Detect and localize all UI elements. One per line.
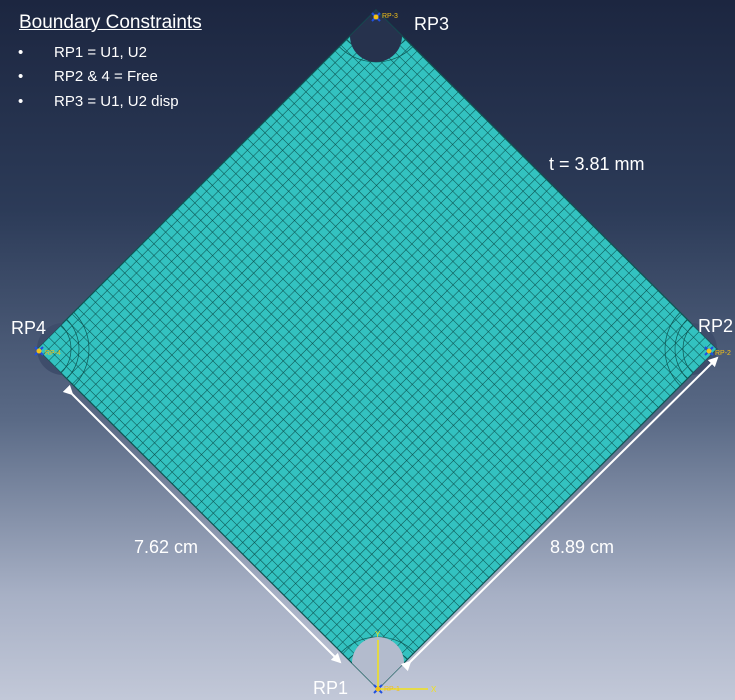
mesh-line [329, 56, 671, 397]
mesh-line [323, 62, 665, 402]
rp3-marker: RP-3 [371, 12, 398, 22]
mesh-plate [36, 9, 718, 690]
mesh-line [334, 50, 677, 391]
thickness-label: t = 3.81 mm [549, 154, 645, 174]
rp3-label: RP3 [414, 14, 450, 34]
rp4-marker: RP-4 [34, 346, 61, 357]
dimension-arrow-right [400, 356, 719, 672]
rp1-label: RP1 [313, 678, 349, 698]
notch-arc [60, 324, 72, 374]
rp3-tag: RP-3 [382, 13, 398, 20]
rp1-tag: RP-1 [384, 686, 400, 693]
bullet-icon: • [18, 93, 24, 110]
constraint-item: • RP2 & 4 = Free [18, 68, 158, 85]
rp2-tag: RP-2 [715, 350, 731, 357]
bullet-icon: • [18, 68, 24, 85]
notch-arc [66, 319, 80, 379]
right-edge-dimension: 8.89 cm [550, 537, 615, 557]
rp1-marker: RP-1 [373, 684, 400, 694]
notch-arc [338, 46, 414, 63]
mesh-line [340, 44, 683, 385]
axis-y-label: Y [375, 630, 381, 639]
constraint-item: • RP1 = U1, U2 [18, 44, 147, 61]
notch-arc [73, 311, 90, 387]
mesh-line [352, 33, 694, 373]
constraints-title: Boundary Constraints [19, 12, 202, 33]
mesh-line [358, 27, 700, 367]
rp2-label: RP2 [698, 316, 734, 336]
axis-x-label: X [431, 685, 437, 694]
notch-rp4 [37, 323, 63, 375]
notch-rp3 [350, 10, 402, 62]
rp2-marker: RP-2 [704, 346, 731, 357]
mesh-line [346, 39, 688, 379]
rp4-label: RP4 [11, 318, 47, 338]
rp1-point-icon [375, 686, 381, 692]
rp4-tag: RP-4 [45, 350, 61, 357]
bullet-icon: • [18, 44, 24, 61]
left-edge-dimension: 7.62 cm [134, 537, 199, 557]
constraint-item: • RP3 = U1, U2 disp [18, 93, 179, 110]
rp3-point-icon [373, 14, 379, 20]
mesh-grid [42, 15, 712, 684]
mesh-line [364, 21, 706, 361]
mesh-line [317, 68, 659, 408]
rp4-point-icon [36, 348, 42, 354]
coordinate-axes: Y X [375, 630, 437, 694]
dimension-arrow-left [62, 384, 342, 664]
mesh-line [369, 15, 712, 356]
rp2-point-icon [706, 348, 712, 354]
